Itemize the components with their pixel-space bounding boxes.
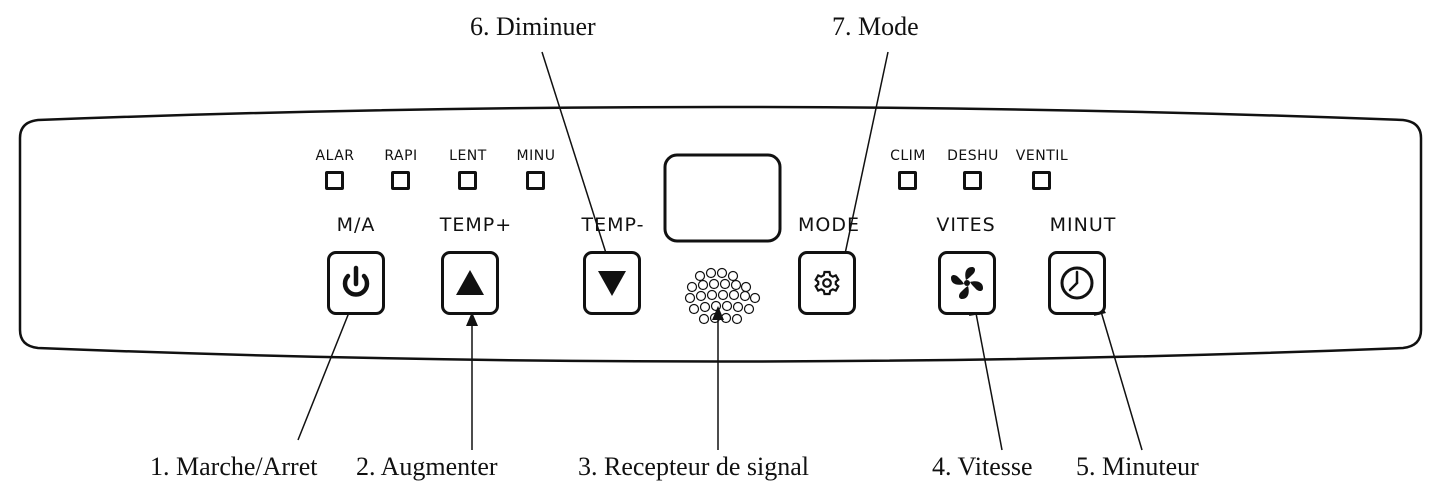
indicator-led-rapi [391, 171, 410, 190]
fan-icon [951, 267, 983, 299]
display-window [663, 153, 782, 243]
button-label-ma: M/A [336, 214, 376, 236]
leader-arrow-3 [712, 306, 724, 320]
indicator-label-minu: MINU [516, 148, 556, 164]
button-label-minut: MINUT [1049, 214, 1117, 236]
indicator-label-ventil: VENTIL [1015, 148, 1069, 164]
indicator-label-clim: CLIM [890, 148, 926, 164]
gear-icon [814, 270, 840, 296]
callout-diminuer: 6. Diminuer [470, 12, 596, 41]
button-label-vites: VITES [936, 214, 996, 236]
indicator-label-alar: ALAR [315, 148, 355, 164]
indicator-led-lent [458, 171, 477, 190]
leader-arrow-2 [466, 312, 478, 326]
temp-down-button[interactable] [583, 251, 641, 315]
indicator-led-clim [898, 171, 917, 190]
callout-mode: 7. Mode [832, 12, 919, 41]
leader-line-4 [974, 307, 1003, 451]
indicator-led-alar [325, 171, 344, 190]
button-label-mode: MODE [798, 214, 860, 236]
indicator-label-deshu: DESHU [947, 148, 999, 164]
power-button[interactable] [327, 251, 385, 315]
clock-icon [1060, 266, 1094, 300]
leader-line-1 [297, 304, 353, 441]
leader-line-6 [541, 51, 613, 273]
indicator-led-ventil [1032, 171, 1051, 190]
button-label-temp-minus: TEMP- [581, 214, 645, 236]
temp-up-button[interactable] [441, 251, 499, 315]
button-label-temp-plus: TEMP+ [439, 214, 513, 236]
arrow-up-icon [456, 270, 484, 295]
timer-button[interactable] [1048, 251, 1106, 315]
indicator-led-deshu [963, 171, 982, 190]
indicator-label-lent: LENT [449, 148, 487, 164]
leader-line-7 [841, 51, 889, 269]
arrow-down-icon [598, 271, 626, 296]
callout-vitesse: 4. Vitesse [932, 452, 1033, 481]
callout-recepteur-signal: 3. Recepteur de signal [578, 452, 810, 481]
power-icon [342, 265, 370, 297]
indicator-label-rapi: RAPI [384, 148, 418, 164]
leader-line-5 [1099, 307, 1143, 451]
callout-marche-arret: 1. Marche/Arret [150, 452, 318, 481]
callout-augmenter: 2. Augmenter [356, 452, 498, 481]
signal-receiver-icon [684, 267, 761, 325]
mode-button[interactable] [798, 251, 856, 315]
indicator-led-minu [526, 171, 545, 190]
callout-minuteur: 5. Minuteur [1076, 452, 1199, 481]
fan-speed-button[interactable] [938, 251, 996, 315]
